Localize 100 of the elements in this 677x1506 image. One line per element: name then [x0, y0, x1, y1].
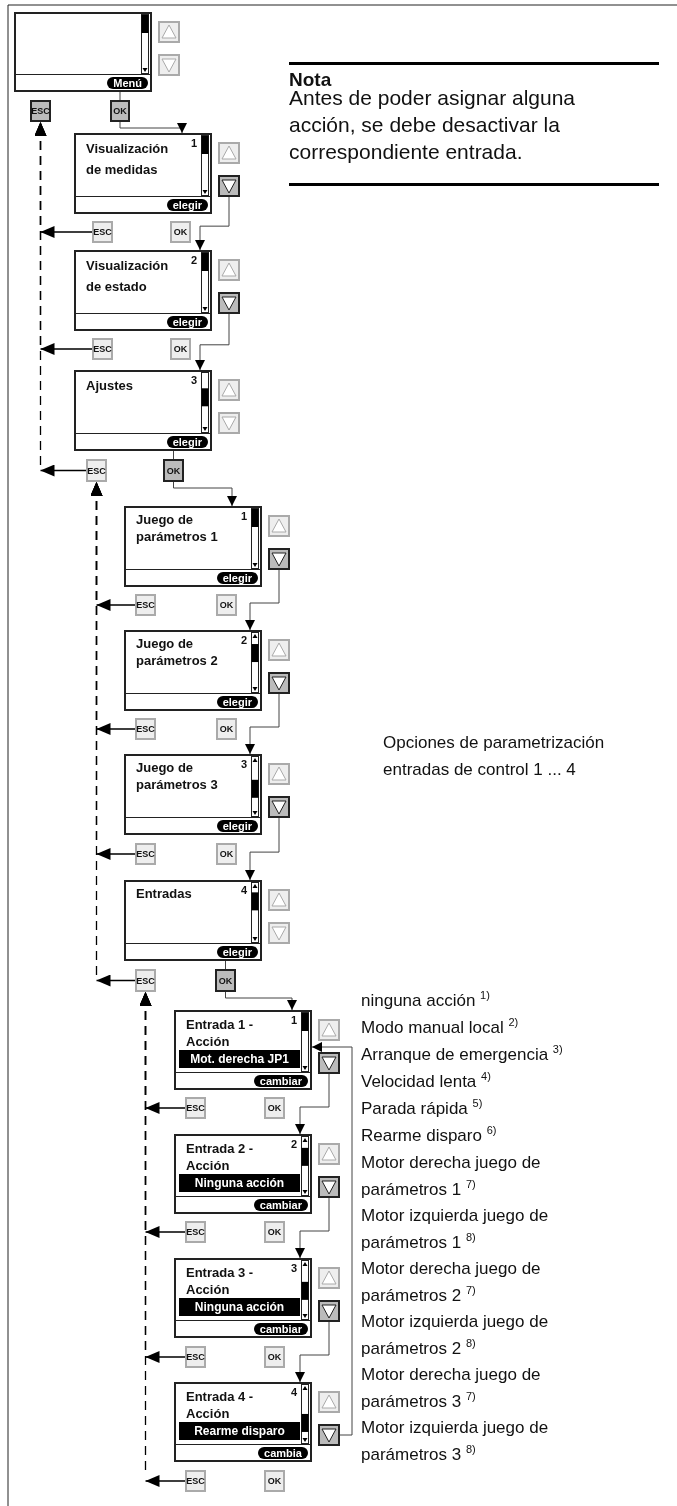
scroll-down-key	[318, 1052, 340, 1074]
softkey-label: cambiar	[253, 1323, 308, 1335]
key-button: OK	[264, 1470, 285, 1492]
selected-value: Ninguna acción	[179, 1298, 300, 1316]
selected-value: Mot. derecha JP1	[179, 1050, 300, 1068]
key-button: OK	[216, 843, 237, 865]
arrow	[119, 121, 187, 134]
option-item: Motor izquierda juego de parámetros 3 $^{8)}$	[361, 1417, 550, 1466]
arrow	[311, 1042, 353, 1436]
page-number: 4	[290, 1386, 297, 1398]
screen-title: Entrada 2 - Acción	[186, 1140, 255, 1174]
scroll-down-key	[218, 292, 240, 314]
key-button: ESC	[135, 718, 156, 740]
softkey-label: cambiar	[253, 1199, 308, 1211]
option-item: Rearme disparo $^{6)}$	[361, 1123, 498, 1147]
option-item: ninguna acción $^{1)}$	[361, 988, 491, 1012]
page-number: 3	[240, 758, 247, 770]
escape-arrow	[35, 121, 87, 477]
option-item: Motor derecha juego de parámetros 3 $^{7)}$	[361, 1364, 542, 1413]
screen-title: Entrada 4 - Acción	[186, 1388, 255, 1422]
selected-value: Rearme disparo	[179, 1422, 300, 1440]
key-button: OK	[163, 459, 184, 482]
key-button: OK	[264, 1097, 285, 1119]
display-screen	[124, 630, 262, 711]
page-number: 4	[240, 884, 247, 896]
scroll-down-key	[268, 548, 290, 570]
screen-title: Entrada 1 - Acción	[186, 1016, 255, 1050]
display-screen	[74, 250, 212, 331]
display-screen	[174, 1258, 312, 1338]
key-button: ESC	[185, 1346, 206, 1368]
screen-title: Juego de parámetros 1	[136, 511, 219, 545]
page-number: 2	[240, 634, 247, 646]
display-screen	[174, 1134, 312, 1214]
option-item: Modo manual local $^{2)}$	[361, 1015, 520, 1039]
arrow	[245, 569, 280, 631]
key-button: ESC	[185, 1097, 206, 1119]
connector-line	[225, 960, 226, 970]
scroll-down-key	[318, 1176, 340, 1198]
softkey-label: elegir	[166, 316, 208, 328]
option-item: Velocidad lenta $^{4)}$	[361, 1069, 492, 1093]
key-button: ESC	[86, 459, 107, 482]
page-number: 1	[290, 1014, 297, 1026]
key-button: OK	[110, 100, 130, 122]
arrow	[295, 1073, 330, 1135]
scroll-down-key	[218, 175, 240, 197]
display-screen	[74, 370, 212, 451]
display-screen	[124, 880, 262, 961]
key-button: OK	[170, 338, 191, 360]
escape-arrow	[140, 991, 186, 1487]
screen-title: Visualización de medidas	[86, 140, 170, 179]
page-number: 2	[190, 254, 197, 266]
display-screen	[74, 133, 212, 214]
screen-title: Ajustes	[86, 377, 134, 395]
page-number: 3	[290, 1262, 297, 1274]
key-button: OK	[216, 718, 237, 740]
display-screen	[124, 506, 262, 587]
screen-title: Visualización de estado	[86, 257, 170, 296]
arrow	[225, 991, 297, 1011]
key-button: OK	[264, 1221, 285, 1243]
softkey-label: elegir	[166, 436, 208, 448]
key-button: OK	[170, 221, 191, 243]
scroll-down-key	[318, 1300, 340, 1322]
escape-arrow	[91, 481, 136, 987]
softkey-label: Menú	[107, 77, 148, 89]
softkey-label: cambiar	[253, 1075, 308, 1087]
connector-line	[173, 450, 174, 460]
arrow	[245, 817, 280, 881]
arrow	[195, 313, 230, 371]
page-number: 1	[240, 510, 247, 522]
scroll-down-key	[268, 796, 290, 818]
option-item: Motor derecha juego de parámetros 2 $^{7)}$	[361, 1258, 542, 1307]
softkey-label: elegir	[216, 820, 258, 832]
softkey-label: elegir	[216, 572, 258, 584]
option-item: Motor derecha juego de parámetros 1 $^{7)}$	[361, 1152, 542, 1201]
key-button: ESC	[92, 338, 113, 360]
display-screen	[14, 12, 152, 92]
option-item: Parada rápida $^{5)}$	[361, 1096, 484, 1120]
connector-line	[119, 91, 121, 101]
selected-value: Ninguna acción	[179, 1174, 300, 1192]
scroll-down-key	[318, 1424, 340, 1446]
page-number: 2	[290, 1138, 297, 1150]
display-screen	[174, 1382, 312, 1462]
key-button: OK	[264, 1346, 285, 1368]
arrow	[173, 481, 237, 507]
display-screen	[124, 754, 262, 835]
key-button: ESC	[135, 969, 156, 992]
softkey-label: elegir	[216, 696, 258, 708]
softkey-label: cambia	[258, 1447, 308, 1459]
arrow	[195, 196, 230, 251]
screen-title: Juego de parámetros 2	[136, 635, 219, 669]
arrow	[245, 693, 280, 755]
key-button: ESC	[135, 594, 156, 616]
key-button: ESC	[92, 221, 113, 243]
key-button: OK	[215, 969, 236, 992]
option-item: Arranque de emergencia $^{3)}$	[361, 1042, 564, 1066]
key-button: ESC	[185, 1221, 206, 1243]
options-heading: Opciones de parametrización entradas de control 1 ... 4	[383, 732, 606, 781]
screen-title: Entrada 3 - Acción	[186, 1264, 255, 1298]
page-number: 3	[190, 374, 197, 386]
key-button: ESC	[135, 843, 156, 865]
